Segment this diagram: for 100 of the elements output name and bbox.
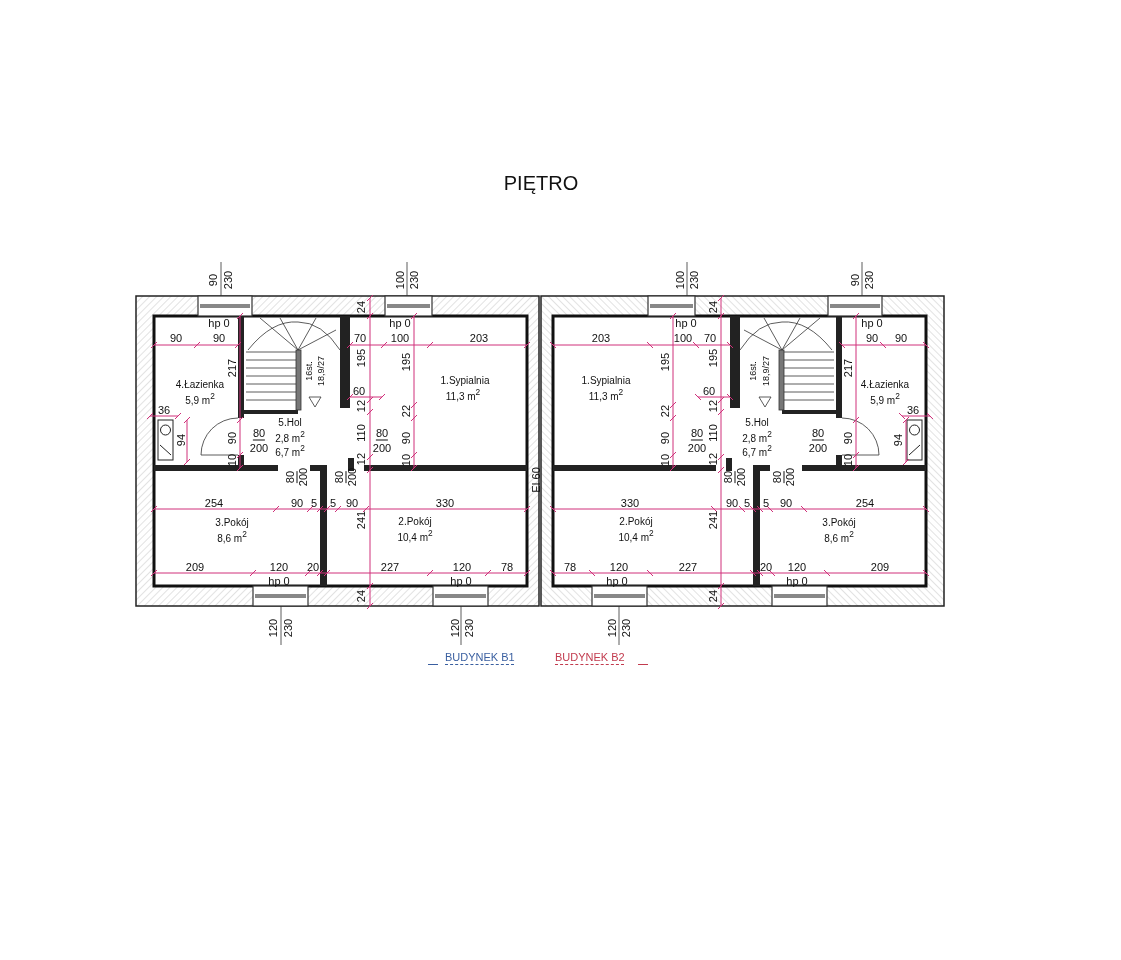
- room-name: 4.Łazienka: [175, 380, 225, 390]
- dimension-label: 24: [707, 589, 719, 603]
- room-name: 2.Pokój: [619, 517, 653, 527]
- dimension-label: 230: [222, 270, 234, 290]
- dimension-label: 24: [355, 589, 367, 603]
- door-size-label: 200: [372, 442, 392, 454]
- dimension-label: 22: [400, 404, 412, 418]
- dimension-label: 5: [329, 497, 337, 509]
- dimension-label: 5: [762, 497, 770, 509]
- dimension-label: 110: [707, 424, 719, 442]
- door-size-label: 200: [735, 467, 747, 487]
- dimension-label: 100: [674, 270, 686, 290]
- dimension-label: 195: [400, 352, 412, 372]
- dimension-label: 120: [269, 561, 289, 573]
- room-area: 10,4 m$^{2}$: [618, 529, 654, 543]
- dimension-label: 94: [175, 433, 187, 447]
- dimension-label: 24: [355, 300, 367, 314]
- dimension-label: 100: [394, 270, 406, 290]
- room-area: 5,9 m$^{2}$: [870, 392, 900, 406]
- dimension-label: 36: [157, 404, 171, 416]
- door-size-label: 200: [808, 442, 828, 454]
- dimension-label: 60: [352, 385, 366, 397]
- dimension-label: 90: [894, 332, 908, 344]
- door-size-label: 200: [249, 442, 269, 454]
- dimension-label: 20: [759, 561, 773, 573]
- dimension-label: 12: [707, 399, 719, 413]
- dimension-label: 120: [452, 561, 472, 573]
- door-size-label: 80: [375, 427, 389, 441]
- dimension-label: 90: [345, 497, 359, 509]
- dimension-label: 195: [355, 348, 367, 368]
- dimension-label: 230: [863, 270, 875, 290]
- fire-rating-label: EI 60: [530, 467, 542, 493]
- dimension-label: 90: [842, 431, 854, 445]
- dimension-label: 110: [355, 424, 367, 442]
- dimension-label: 217: [226, 358, 238, 378]
- dimension-label: 12: [707, 452, 719, 466]
- door-size-label: 80: [333, 470, 347, 484]
- dimension-label: 195: [659, 352, 671, 372]
- room-name: 5.Hol: [745, 418, 769, 428]
- dimension-label: 70: [703, 332, 717, 344]
- sill-height-label: hp 0: [606, 575, 628, 587]
- dimension-label: 60: [702, 385, 716, 397]
- sill-height-label: hp 0: [786, 575, 808, 587]
- dimension-label: 120: [606, 618, 618, 638]
- stair-label: 16st.: [304, 361, 314, 381]
- sill-height-label: hp 0: [389, 317, 411, 329]
- dimension-label: 330: [435, 497, 455, 509]
- door-size-label: 200: [687, 442, 707, 454]
- dimension-label: 241: [355, 510, 367, 530]
- dimension-label: 209: [870, 561, 890, 573]
- door-size-label: 80: [690, 427, 704, 441]
- dimension-label: 90: [779, 497, 793, 509]
- dimension-label: 100: [390, 332, 410, 344]
- room-area: 8,6 m$^{2}$: [824, 530, 854, 544]
- room-area: 10,4 m$^{2}$: [397, 529, 433, 543]
- room-area: 2,8 m$^{2}$: [275, 430, 305, 444]
- dimension-label: 36: [906, 404, 920, 416]
- dimension-label: 90: [226, 431, 238, 445]
- sill-height-label: hp 0: [675, 317, 697, 329]
- stair-label: 16st.: [748, 361, 758, 381]
- dimension-label: 227: [380, 561, 400, 573]
- dimension-label: 230: [688, 270, 700, 290]
- dimension-label: 120: [267, 618, 279, 638]
- dimension-label: 10: [659, 453, 671, 467]
- room-name: 1.Sypialnia: [581, 376, 631, 386]
- dimension-label: 230: [620, 618, 632, 638]
- dimension-label: 120: [449, 618, 461, 638]
- legend-label: BUDYNEK B2: [555, 652, 625, 663]
- door-size-label: 80: [284, 470, 298, 484]
- plan-title: PIĘTRO: [503, 173, 579, 193]
- room-area: 11,3 m$^{2}$: [588, 388, 624, 402]
- dimension-label: 22: [659, 404, 671, 418]
- dimension-label: 78: [563, 561, 577, 573]
- dimension-label: 230: [408, 270, 420, 290]
- dimension-label: 230: [463, 618, 475, 638]
- room-name: 4.Łazienka: [860, 380, 910, 390]
- dimension-label: 10: [400, 453, 412, 467]
- dimension-label: 254: [204, 497, 224, 509]
- dimension-label: 12: [355, 399, 367, 413]
- dimension-label: 120: [609, 561, 629, 573]
- legend-label: BUDYNEK B1: [445, 652, 515, 663]
- dimension-label: 217: [842, 358, 854, 378]
- dimension-label: 203: [469, 332, 489, 344]
- door-size-label: 80: [811, 427, 825, 441]
- room-name: 5.Hol: [278, 418, 302, 428]
- room-name: 1.Sypialnia: [440, 376, 490, 386]
- room-area: 6,7 m$^{2}$: [742, 444, 772, 458]
- room-name: 3.Pokój: [215, 518, 249, 528]
- dimension-label: 90: [207, 273, 219, 287]
- dimension-label: 330: [620, 497, 640, 509]
- dimension-label: 20: [306, 561, 320, 573]
- dimension-label: 10: [842, 453, 854, 467]
- dimension-label: 90: [659, 431, 671, 445]
- dimension-label: 241: [707, 510, 719, 530]
- dimension-label: 227: [678, 561, 698, 573]
- dimension-label: 5: [743, 497, 751, 509]
- dimension-label: 24: [707, 300, 719, 314]
- dimension-label: 195: [707, 348, 719, 368]
- dimension-label: 100: [673, 332, 693, 344]
- door-size-label: 80: [252, 427, 266, 441]
